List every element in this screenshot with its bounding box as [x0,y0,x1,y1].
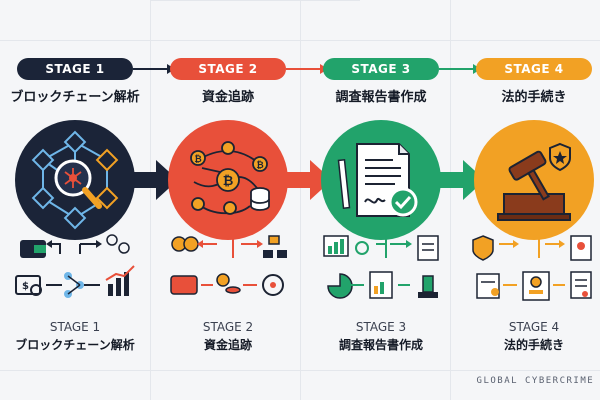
stage-3-caption-label: STAGE 3 [355,320,407,334]
stage-4-caption-title: 法的手続き [503,338,564,352]
stage-4-pill: STAGE 4 [476,58,592,80]
svg-text:₿: ₿ [256,160,263,171]
gavel-icon [474,120,594,240]
svg-text:$: $ [22,281,29,292]
stage-2-title: 資金追跡 [201,90,254,105]
report-document-icon [321,120,441,240]
stage-1-pill: STAGE 1 [17,58,133,80]
stage-4-title: 法的手続き [501,90,567,105]
svg-text:₿: ₿ [194,154,201,165]
fund-tracking-icon: ₿ ₿ ₿ [168,120,288,240]
stage-2-caption-label: STAGE 2 [202,320,254,334]
stage-1-title: ブロックチェーン解析 [10,90,140,105]
stage-4-caption-label: STAGE 4 [508,320,560,334]
svg-text:₿: ₿ [223,174,234,189]
footer-brand-text: GLOBAL CYBERCRIME U [476,376,600,386]
stage-3-caption-title: 調査報告書作成 [338,338,423,352]
pill-connector-2 [286,64,328,74]
blockchain-analysis-icon [15,120,135,240]
pill-connector-3 [439,64,481,74]
stage-1-detail-icons: $ [0,232,150,312]
grid-line [150,0,151,400]
stage-2-pill: STAGE 2 [170,58,286,80]
stage-2-detail-icons [153,232,303,312]
flow-arrow-1 [128,160,178,200]
grid-line [0,370,600,371]
stage-1-caption-title: ブロックチェーン解析 [15,338,135,352]
stage-4-detail-icons [459,232,600,312]
stage-1-caption-label: STAGE 1 [49,320,101,334]
stage-2-caption-title: 資金追跡 [203,338,252,352]
stage-3-detail-icons [306,232,456,312]
grid-line [150,0,360,1]
stage-3-title: 調査報告書作成 [335,90,427,105]
pill-connector-1 [133,64,175,74]
grid-line [450,0,451,400]
stage-3-pill: STAGE 3 [323,58,439,80]
grid-line [300,0,301,400]
